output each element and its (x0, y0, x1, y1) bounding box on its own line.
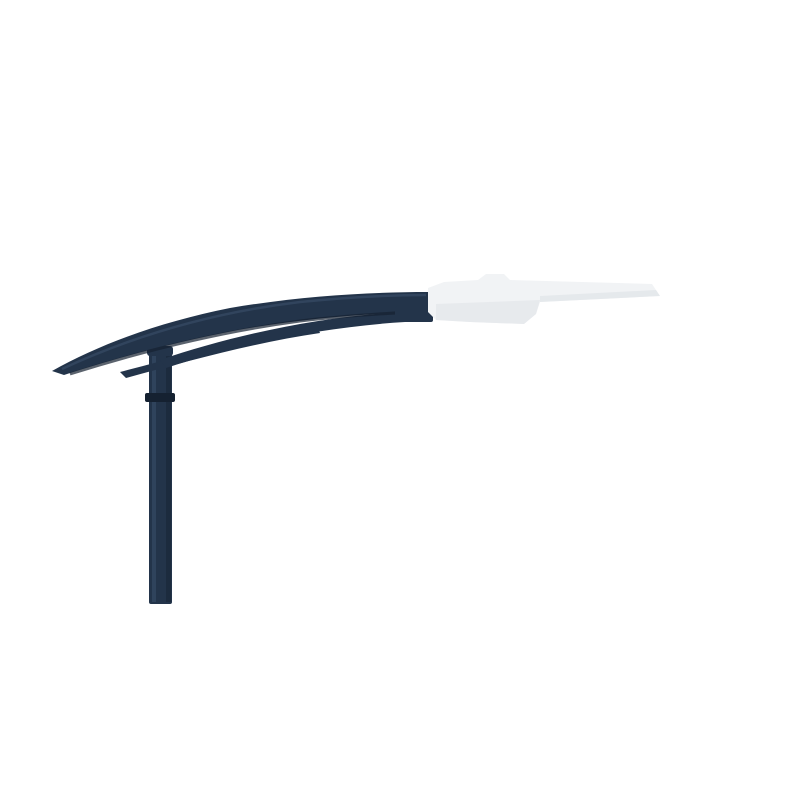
lamp-arm-body (52, 292, 430, 375)
lamp-luminaire-lens (540, 290, 660, 302)
lamp-pole-collar (145, 393, 175, 402)
lamp-support-struts (120, 312, 405, 378)
lamp-pole-shade (166, 352, 171, 602)
lamp-luminaire-shade (436, 300, 540, 324)
lamp-pole (145, 346, 175, 604)
lamp-luminaire (428, 274, 660, 324)
lamp-arm-highlight (61, 293, 427, 371)
lamp-middle-strut (160, 312, 405, 368)
lamp-arm-underside (69, 309, 429, 376)
lamp-arm-end-bracket (395, 306, 433, 322)
lamp-pole-highlight (152, 352, 156, 602)
street-lamp (52, 274, 660, 604)
lamp-arm (52, 292, 433, 376)
